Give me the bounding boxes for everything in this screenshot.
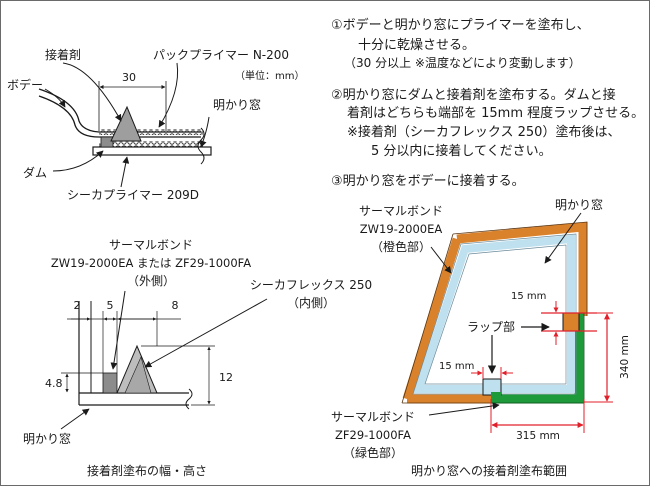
step2-line2: 着剤はどちらも端部を 15mm 程度ラップさせる。 bbox=[347, 105, 644, 121]
layout-caption: 明かり窓への接着剤塗布範囲 bbox=[411, 463, 567, 478]
window-glass-band bbox=[413, 234, 575, 393]
width-caption: 接着剤塗布の幅・高さ bbox=[87, 463, 207, 478]
step1-line1: ①ボデーと明かり窓にプライマーを塗布し、 bbox=[331, 17, 590, 33]
window-leader-bottom bbox=[60, 408, 90, 430]
dim-15-top-label: 15 mm bbox=[511, 291, 546, 302]
step2-line4: 5 分以内に接着してください。 bbox=[371, 143, 552, 159]
thermal-outer: （外側） bbox=[127, 274, 175, 288]
body-label: ボデー bbox=[7, 77, 43, 92]
width-diagram: サーマルボンド ZW19-2000EA または ZF29-1000FA （外側）… bbox=[23, 238, 372, 478]
dim-2-label: 2 bbox=[74, 299, 81, 312]
lap-box-right bbox=[562, 312, 580, 332]
lap-label: ラップ部 bbox=[467, 319, 515, 334]
thermal-top-3: （橙色部） bbox=[371, 239, 431, 254]
step2-line1: ②明かり窓にダムと接着剤を塗布する。ダムと接 bbox=[331, 87, 616, 103]
window-break bbox=[185, 388, 193, 410]
cross-section-diagram: 30 接着剤 パックプライマー N-200 ボデー （単位：mm） 明かり窓 ダ… bbox=[7, 47, 304, 202]
thermal-bottom-leader bbox=[428, 402, 500, 416]
thermal-top-2: ZW19-2000EA bbox=[360, 222, 443, 236]
window-label-top: 明かり窓 bbox=[213, 97, 261, 112]
adhesive-label: 接着剤 bbox=[45, 47, 81, 62]
adhesive-bead bbox=[110, 105, 142, 142]
sikaflex-inner: （内側） bbox=[287, 296, 335, 310]
window-glass bbox=[92, 146, 212, 156]
break-line bbox=[197, 127, 205, 165]
pack-primer-layer bbox=[99, 129, 203, 135]
thermal-orange-outline bbox=[401, 221, 588, 404]
window-right-label: 明かり窓 bbox=[555, 197, 603, 212]
thermal-leader bbox=[110, 290, 126, 370]
window-right-leader bbox=[544, 212, 582, 264]
dim-5-label: 5 bbox=[107, 299, 114, 312]
thermal-bottom-2: ZF29-1000FA bbox=[335, 428, 411, 442]
step1-line2: 十分に乾燥させる。 bbox=[358, 38, 475, 53]
sika-primer-layer bbox=[99, 141, 203, 147]
dim-340-label: 340 mm bbox=[619, 335, 631, 379]
window-glass-outline bbox=[412, 233, 577, 395]
thermal-bond-bead bbox=[102, 372, 118, 394]
sikaflex-leader bbox=[144, 298, 268, 368]
dam-leader bbox=[52, 150, 104, 172]
lap-box-bottom-green bbox=[491, 392, 501, 402]
thermal-bottom-1: サーマルボンド bbox=[331, 410, 415, 424]
unit-label: （単位：mm） bbox=[235, 69, 304, 82]
layout-diagram: サーマルボンド ZW19-2000EA （橙色部） 明かり窓 15 mm ラップ… bbox=[331, 197, 631, 478]
window-label-bottom: 明かり窓 bbox=[23, 431, 71, 446]
dim-15-bottom-label: 15 mm bbox=[439, 361, 474, 372]
thermal-orange-band bbox=[402, 222, 588, 404]
step2-line3: ※接着剤（シーカフレックス 250）塗布後は、 bbox=[347, 124, 620, 140]
step1-line3: （30 分以上 ※温度などにより変動します） bbox=[344, 55, 581, 70]
body-leader bbox=[44, 88, 66, 108]
window-section bbox=[79, 392, 189, 406]
dam-label: ダム bbox=[23, 165, 47, 180]
dim-8-label: 8 bbox=[172, 299, 179, 312]
thermal-top-leader bbox=[430, 246, 452, 274]
sikaflex-bead-inner bbox=[124, 356, 152, 394]
pack-primer-leader bbox=[158, 62, 179, 128]
step3-line1: ③明かり窓をボデーに接着する。 bbox=[331, 173, 525, 189]
body-panel bbox=[38, 88, 201, 133]
instructions-block: ①ボデーと明かり窓にプライマーを塗布し、 十分に乾燥させる。 （30 分以上 ※… bbox=[331, 17, 644, 189]
dim-4-8-label: 4.8 bbox=[45, 377, 63, 390]
dim-30-label: 30 bbox=[122, 71, 136, 84]
window-leader bbox=[199, 116, 210, 148]
dim-12-label: 12 bbox=[219, 371, 233, 384]
adhesive-leader bbox=[62, 62, 122, 122]
thermal-green-band bbox=[491, 313, 584, 404]
pack-primer-label: パックプライマー N-200 bbox=[153, 48, 289, 62]
body-panel-inner bbox=[38, 95, 201, 138]
thermal-bottom-3: （緑色部） bbox=[343, 445, 403, 460]
thermal-label: サーマルボンド bbox=[109, 238, 193, 252]
thermal-models: ZW19-2000EA または ZF29-1000FA bbox=[51, 256, 251, 270]
sika-primer-leader bbox=[120, 156, 130, 188]
sika-primer-label: シーカプライマー 209D bbox=[67, 188, 199, 202]
dim-315-label: 315 mm bbox=[516, 430, 560, 442]
dam-shape bbox=[100, 136, 114, 148]
sikaflex-label: シーカフレックス 250 bbox=[250, 278, 372, 292]
thermal-top-1: サーマルボンド bbox=[359, 204, 443, 218]
